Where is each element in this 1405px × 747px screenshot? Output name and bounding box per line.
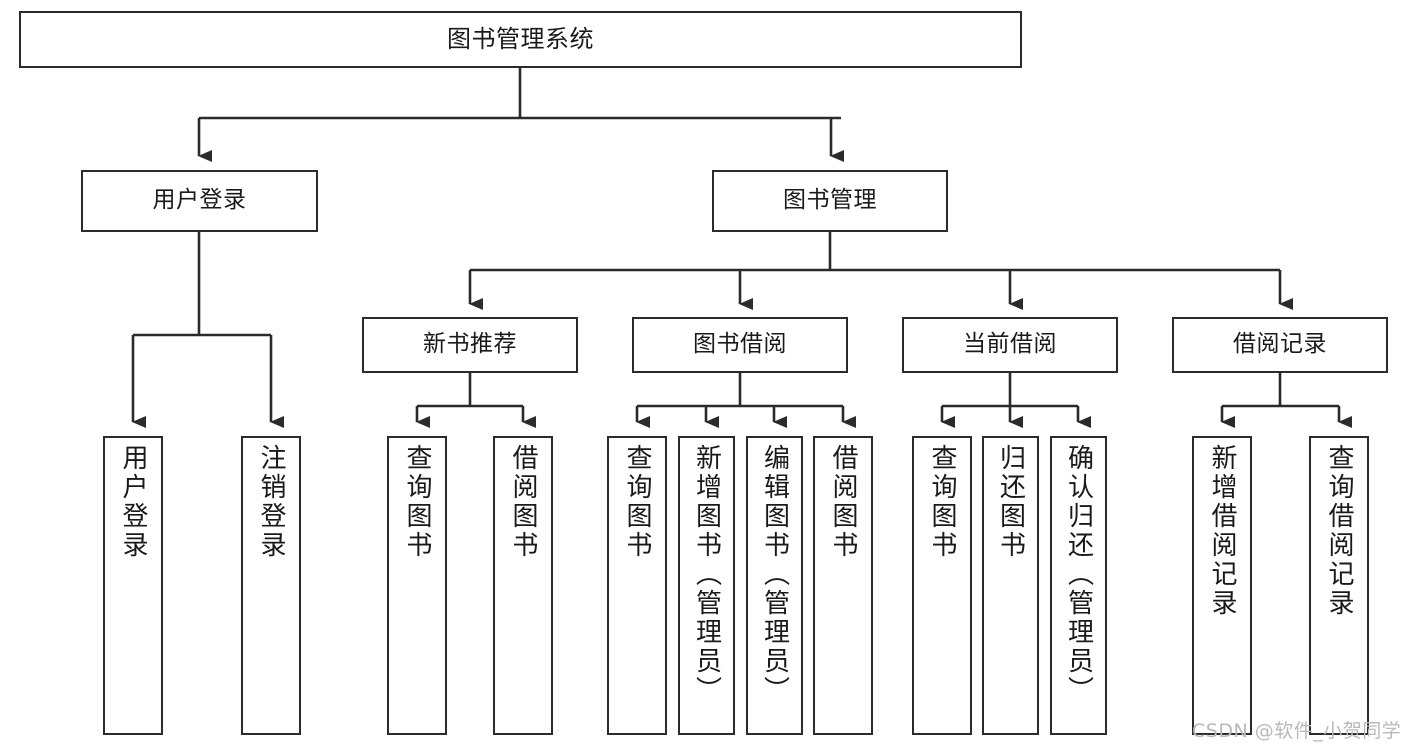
node-book-borrow-label: 图书借阅 xyxy=(693,331,787,358)
leaf-query-borrow-record-label: 查询借阅记录 xyxy=(1324,444,1354,618)
node-current-borrow-label: 当前借阅 xyxy=(963,331,1057,358)
leaf-query-book-1-label: 查询图书 xyxy=(402,444,432,560)
leaf-return-book[interactable]: 归还图书 xyxy=(982,436,1039,735)
leaf-query-borrow-record[interactable]: 查询借阅记录 xyxy=(1309,436,1369,735)
leaf-logout[interactable]: 注销登录 xyxy=(241,436,301,735)
node-borrow-record-label: 借阅记录 xyxy=(1233,331,1327,358)
csdn-watermark-text: CSDN @软件_小贺同学 xyxy=(1192,720,1402,742)
leaf-borrow-book-2-label: 借阅图书 xyxy=(828,444,858,560)
leaf-query-book-2-label: 查询图书 xyxy=(622,444,652,560)
leaf-user-login[interactable]: 用户登录 xyxy=(103,436,163,735)
leaf-query-book-3-label: 查询图书 xyxy=(927,444,957,560)
leaf-borrow-book-1-label: 借阅图书 xyxy=(508,444,538,560)
node-new-book-recommend[interactable]: 新书推荐 xyxy=(362,317,578,373)
node-current-borrow[interactable]: 当前借阅 xyxy=(902,317,1118,373)
leaf-user-login-label: 用户登录 xyxy=(118,444,148,560)
leaf-query-book-1[interactable]: 查询图书 xyxy=(387,436,447,735)
leaf-add-borrow-record-label: 新增借阅记录 xyxy=(1207,444,1237,618)
leaf-add-borrow-record[interactable]: 新增借阅记录 xyxy=(1192,436,1252,735)
leaf-confirm-return-admin[interactable]: 确认归还（管理员） xyxy=(1050,436,1107,735)
leaf-edit-book-admin-label: 编辑图书（管理员） xyxy=(759,444,790,705)
node-book-management-label: 图书管理 xyxy=(783,187,877,214)
leaf-add-book-admin-label: 新增图书（管理员） xyxy=(691,444,722,705)
leaf-return-book-label: 归还图书 xyxy=(995,444,1026,560)
root-node[interactable]: 图书管理系统 xyxy=(19,11,1022,68)
leaf-edit-book-admin[interactable]: 编辑图书（管理员） xyxy=(746,436,803,735)
leaf-borrow-book-2[interactable]: 借阅图书 xyxy=(813,436,873,735)
node-new-book-recommend-label: 新书推荐 xyxy=(423,331,517,358)
node-user-login-label: 用户登录 xyxy=(152,187,247,214)
leaf-query-book-2[interactable]: 查询图书 xyxy=(607,436,667,735)
leaf-logout-label: 注销登录 xyxy=(256,444,286,560)
node-book-management[interactable]: 图书管理 xyxy=(712,170,948,232)
leaf-query-book-3[interactable]: 查询图书 xyxy=(912,436,972,735)
node-borrow-record[interactable]: 借阅记录 xyxy=(1172,317,1388,373)
csdn-watermark: CSDN @软件_小贺同学 xyxy=(1192,716,1401,743)
leaf-confirm-return-admin-label: 确认归还（管理员） xyxy=(1063,444,1094,705)
node-user-login[interactable]: 用户登录 xyxy=(81,170,318,232)
root-node-label: 图书管理系统 xyxy=(447,25,594,54)
leaf-add-book-admin[interactable]: 新增图书（管理员） xyxy=(678,436,735,735)
node-book-borrow[interactable]: 图书借阅 xyxy=(632,317,848,373)
leaf-borrow-book-1[interactable]: 借阅图书 xyxy=(493,436,553,735)
